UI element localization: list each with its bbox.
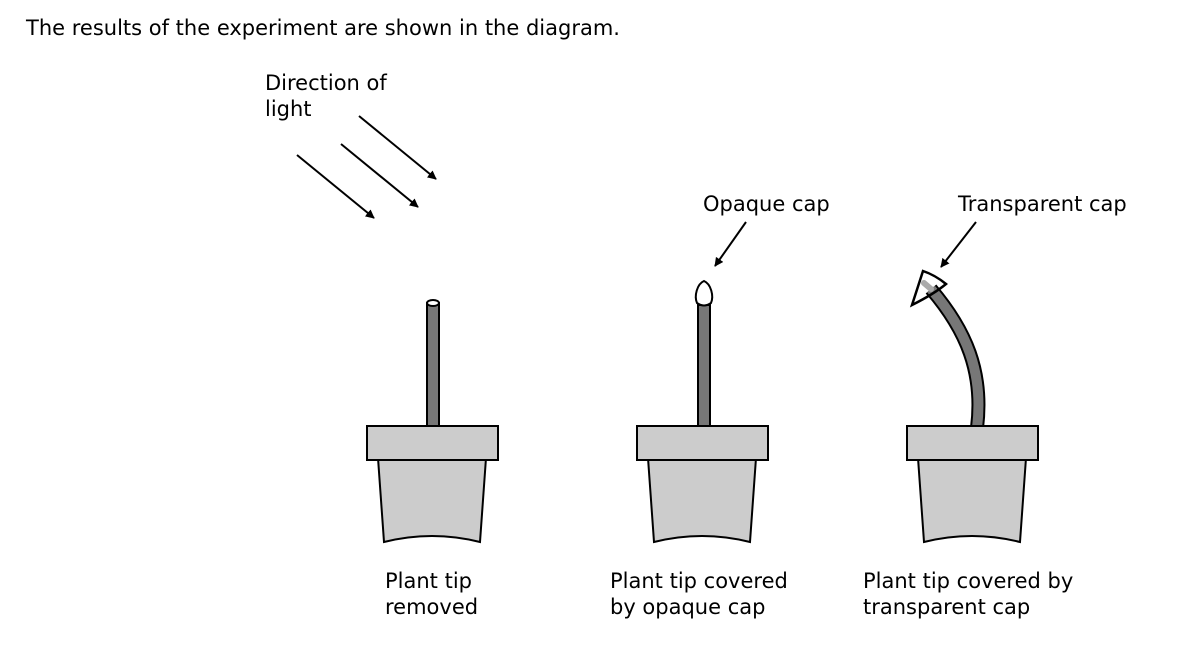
pot (376, 457, 488, 544)
stem-tip (921, 280, 934, 292)
opaque-cap-label: Opaque cap (703, 192, 830, 216)
opaque-cap (694, 279, 714, 307)
light-arrow (296, 154, 375, 219)
plant-opaque-cap (636, 279, 769, 544)
plant-transparent-cap (906, 269, 1039, 544)
pot-rim (636, 425, 769, 461)
caption-plant-3-line1: Plant tip covered by (863, 569, 1074, 593)
transparent-cap (909, 269, 948, 308)
transparent-cap-label: Transparent cap (958, 192, 1127, 216)
light-direction-arrows (296, 115, 437, 219)
caption-plant-3-line2: transparent cap (863, 595, 1031, 619)
opaque-cap-pointer-arrow (714, 221, 747, 267)
stem (927, 285, 984, 429)
light-direction-label-line2: light (265, 97, 312, 121)
caption-plant-2-line2: by opaque cap (610, 595, 766, 619)
light-arrow (358, 115, 437, 180)
transparent-cap-pointer-arrow (940, 221, 977, 268)
cut-stem-top (426, 299, 440, 307)
pot-rim (906, 425, 1039, 461)
caption-plant-2-line1: Plant tip covered (610, 569, 788, 593)
caption-plant-1-line2: removed (385, 595, 479, 619)
light-arrow (340, 143, 419, 208)
pot (916, 457, 1028, 544)
light-direction-label-line1: Direction of (265, 71, 387, 95)
pot (646, 457, 758, 544)
stem (426, 302, 440, 429)
pot-rim (366, 425, 499, 461)
caption-plant-1-line1: Plant tip (385, 569, 472, 593)
intro-text: The results of the experiment are shown … (26, 16, 620, 40)
stem (697, 304, 711, 429)
plant-tip-removed (366, 299, 499, 544)
